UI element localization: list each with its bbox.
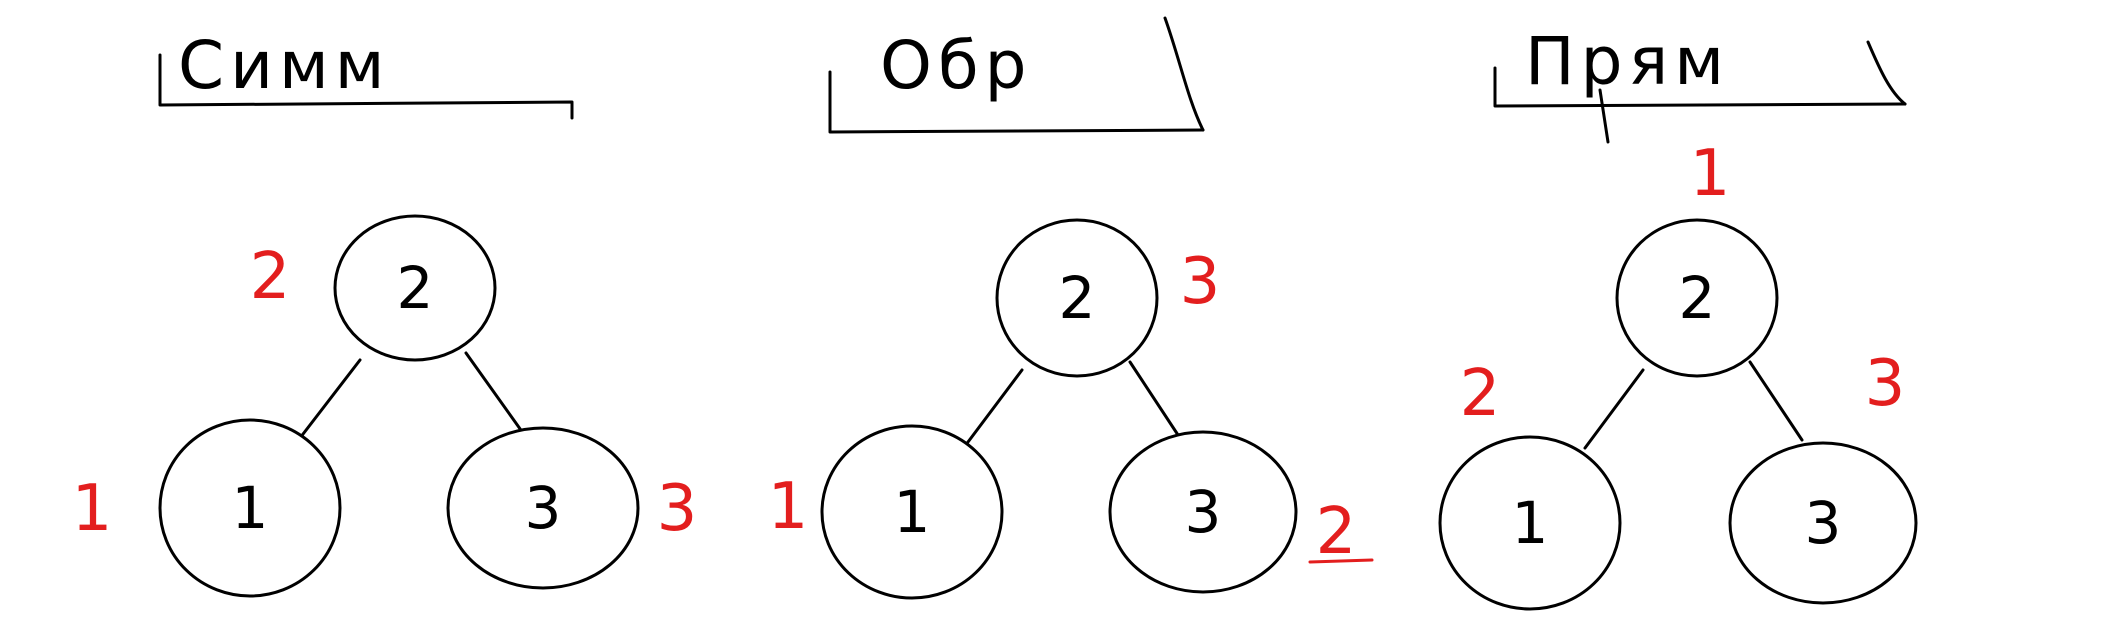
node-value-right: 3 — [525, 474, 562, 542]
order-number-left: 1 — [768, 470, 809, 544]
tree-node-left — [820, 424, 1004, 600]
order-number-root: 2 — [250, 240, 291, 314]
edge-right — [1748, 360, 1804, 442]
tree-node-left — [1438, 435, 1622, 611]
tree-node-root — [995, 218, 1159, 378]
tree-node-right — [1728, 441, 1918, 605]
order-number-root: 3 — [1180, 245, 1221, 319]
order-number-right: 3 — [657, 472, 698, 546]
node-value-root: 2 — [1679, 264, 1716, 332]
panel-heading: Обр — [880, 27, 1033, 104]
tree-node-root — [333, 214, 497, 362]
tree-node-left — [158, 418, 342, 598]
heading-stroke — [1163, 16, 1205, 132]
node-value-right: 3 — [1185, 478, 1222, 546]
node-value-left: 1 — [1512, 489, 1549, 557]
node-value-left: 1 — [232, 474, 269, 542]
edge-left — [1583, 368, 1645, 450]
tree-node-root — [1615, 218, 1779, 378]
order-number-right: 3 — [1865, 347, 1906, 421]
tree-node-right — [446, 426, 640, 590]
edge-right — [464, 351, 525, 435]
node-value-root: 2 — [1059, 264, 1096, 332]
node-value-root: 2 — [397, 254, 434, 322]
heading-underline — [828, 70, 1205, 134]
panel-heading: Симм — [178, 27, 391, 104]
panel-preorder: Прям 2 1 3 1 2 3 — [1438, 23, 1918, 611]
heading-underline — [1493, 66, 1907, 108]
heading-underline — [158, 53, 574, 120]
order-number-root: 1 — [1690, 137, 1731, 211]
order-number-left: 1 — [72, 472, 113, 546]
panel-postorder: Обр 2 1 3 3 1 2 — [768, 16, 1374, 600]
panel-heading: Прям — [1525, 23, 1730, 100]
order-number-right: 2 — [1316, 495, 1357, 569]
node-value-left: 1 — [894, 478, 931, 546]
edge-left — [963, 368, 1024, 448]
heading-stroke — [1866, 40, 1907, 106]
tree-node-right — [1108, 430, 1298, 594]
order-underscore — [1308, 558, 1374, 564]
node-value-right: 3 — [1805, 489, 1842, 557]
edge-right — [1128, 360, 1182, 440]
edge-left — [298, 358, 362, 440]
panel-inorder: Симм 2 1 3 2 1 3 — [72, 27, 698, 598]
order-number-left: 2 — [1460, 357, 1501, 431]
heading-descender — [1598, 88, 1610, 144]
